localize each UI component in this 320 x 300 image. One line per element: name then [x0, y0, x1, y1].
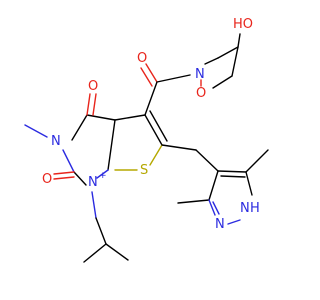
bond-py-1 [86, 114, 116, 121]
bond-py-3 [62, 149, 75, 173]
bond-carbonyl-n [156, 74, 191, 83]
bond-th-1b [149, 110, 168, 142]
bond-py-5 [96, 169, 109, 179]
bond-pz-methyl-top [245, 149, 269, 173]
ring-nitrogen-label: N [195, 67, 205, 82]
bond-ring-1 [217, 46, 239, 59]
charge-label: + [99, 171, 107, 181]
amide-oxygen-label: O [137, 51, 147, 66]
structure-svg: HO N O O O N O S N + N H N [24, 17, 269, 263]
pyrazole-n-label: N [215, 217, 225, 232]
bond-ch2-1 [161, 144, 197, 151]
bond-th-5 [107, 119, 116, 171]
pyrazole-h-label: H [250, 201, 260, 216]
bond-c-o-2 [140, 67, 153, 87]
pyrazole-nh-n-label: N [240, 201, 250, 216]
molecule-diagram: HO N O O O N O S N + N H N [24, 17, 269, 263]
bond-pz-5 [227, 219, 241, 225]
sulfur-label: S [140, 163, 148, 178]
bond-carbonyl-c [144, 81, 158, 116]
bond-iso-1 [91, 191, 97, 219]
carbonyl-oxygen-left-label: O [88, 79, 98, 94]
bond-th-1 [144, 114, 163, 146]
bond-pz-2 [245, 171, 253, 196]
bond-ring-2 [231, 46, 239, 77]
bond-th-2 [114, 114, 146, 121]
hydroxyl-label: HO [233, 17, 253, 32]
bond-co-bot-2 [53, 176, 75, 180]
bond-ring-4 [212, 75, 233, 89]
n-plus-label: N [88, 175, 98, 190]
bond-pz-4b [212, 201, 220, 215]
isoxazolidine-oxygen-label: O [196, 86, 206, 101]
bond-pz-1 [217, 170, 247, 173]
bond-pz-4 [208, 199, 216, 216]
bond-c-o-1 [145, 63, 158, 83]
bond-n-methyl [24, 124, 48, 138]
bond-iso-3 [83, 243, 107, 263]
bond-th-3 [149, 144, 163, 166]
bond-iso-4 [105, 243, 129, 261]
bond-co-left-2 [92, 93, 97, 116]
bond-ring-3 [204, 57, 219, 65]
bond-co-left-1 [86, 93, 91, 116]
bond-ch2-2 [195, 149, 219, 172]
bond-py-2 [71, 114, 88, 141]
carbonyl-oxygen-bottom-label: O [42, 172, 52, 187]
n-methyl-label: N [51, 134, 61, 149]
bond-iso-2 [95, 217, 107, 245]
bond-pz-methyl-left [177, 199, 210, 204]
bond-co-bot-1 [53, 171, 75, 175]
bond-pz-1b [220, 175, 246, 178]
bond-c-oh [237, 33, 241, 48]
bond-py-4 [73, 171, 87, 186]
bond-pz-3 [208, 170, 219, 201]
